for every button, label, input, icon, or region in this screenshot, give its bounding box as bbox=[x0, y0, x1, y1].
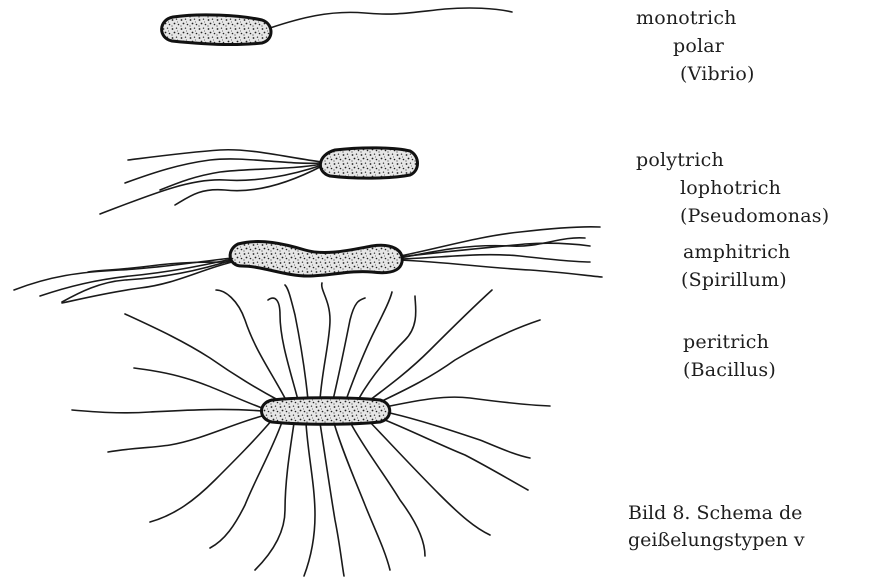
spirillum-cell-body bbox=[230, 242, 402, 276]
peritrich-bacterium bbox=[72, 283, 550, 576]
label-spirillum: (Spirillum) bbox=[681, 268, 787, 292]
label-polytrich: polytrich bbox=[636, 148, 724, 172]
label-peritrich: peritrich bbox=[683, 330, 769, 354]
caption-line-1: Bild 8. Schema de bbox=[628, 500, 805, 527]
label-amphitrich: amphitrich bbox=[683, 240, 791, 264]
label-pseudomonas: (Pseudomonas) bbox=[680, 204, 829, 228]
bacillus-cell-body bbox=[262, 398, 390, 425]
monotrich-bacterium bbox=[162, 8, 512, 44]
caption-line-2: geißelungstypen v bbox=[628, 527, 805, 554]
label-polar: polar bbox=[673, 34, 724, 58]
label-monotrich: monotrich bbox=[636, 6, 737, 30]
label-vibrio: (Vibrio) bbox=[680, 62, 755, 86]
label-bacillus: (Bacillus) bbox=[683, 358, 776, 382]
lophotrich-bacterium bbox=[100, 148, 418, 214]
label-lophotrich: lophotrich bbox=[680, 176, 781, 200]
pseudomonas-cell-body bbox=[320, 148, 417, 178]
amphitrich-bacterium bbox=[14, 227, 602, 303]
single-polar-flagellum bbox=[270, 8, 512, 28]
vibrio-cell-body bbox=[162, 15, 271, 45]
figure-caption: Bild 8. Schema de geißelungstypen v bbox=[628, 500, 805, 554]
